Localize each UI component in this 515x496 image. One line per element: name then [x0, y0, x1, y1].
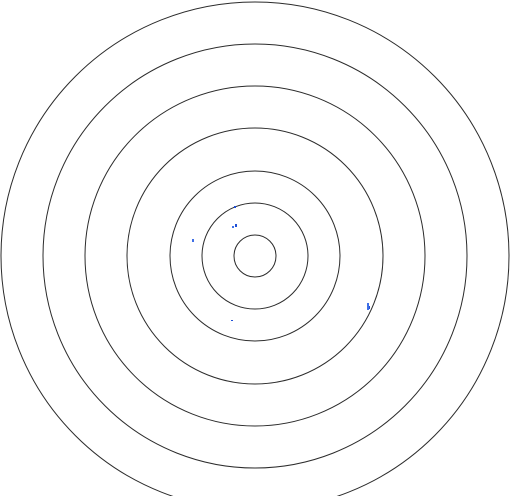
blue-speck-5	[231, 320, 233, 321]
ring-2	[201, 202, 309, 310]
blue-speck-4	[192, 239, 194, 242]
blue-speck-7	[369, 306, 370, 309]
ring-6	[42, 43, 468, 469]
blue-speck-2	[232, 226, 234, 228]
ring-4	[126, 127, 384, 385]
ring-5	[84, 85, 426, 427]
blue-speck-1	[234, 206, 236, 208]
ring-1	[233, 234, 277, 278]
blue-speck-3	[235, 224, 237, 227]
blue-speck-6	[367, 303, 369, 310]
ring-3	[169, 170, 341, 342]
